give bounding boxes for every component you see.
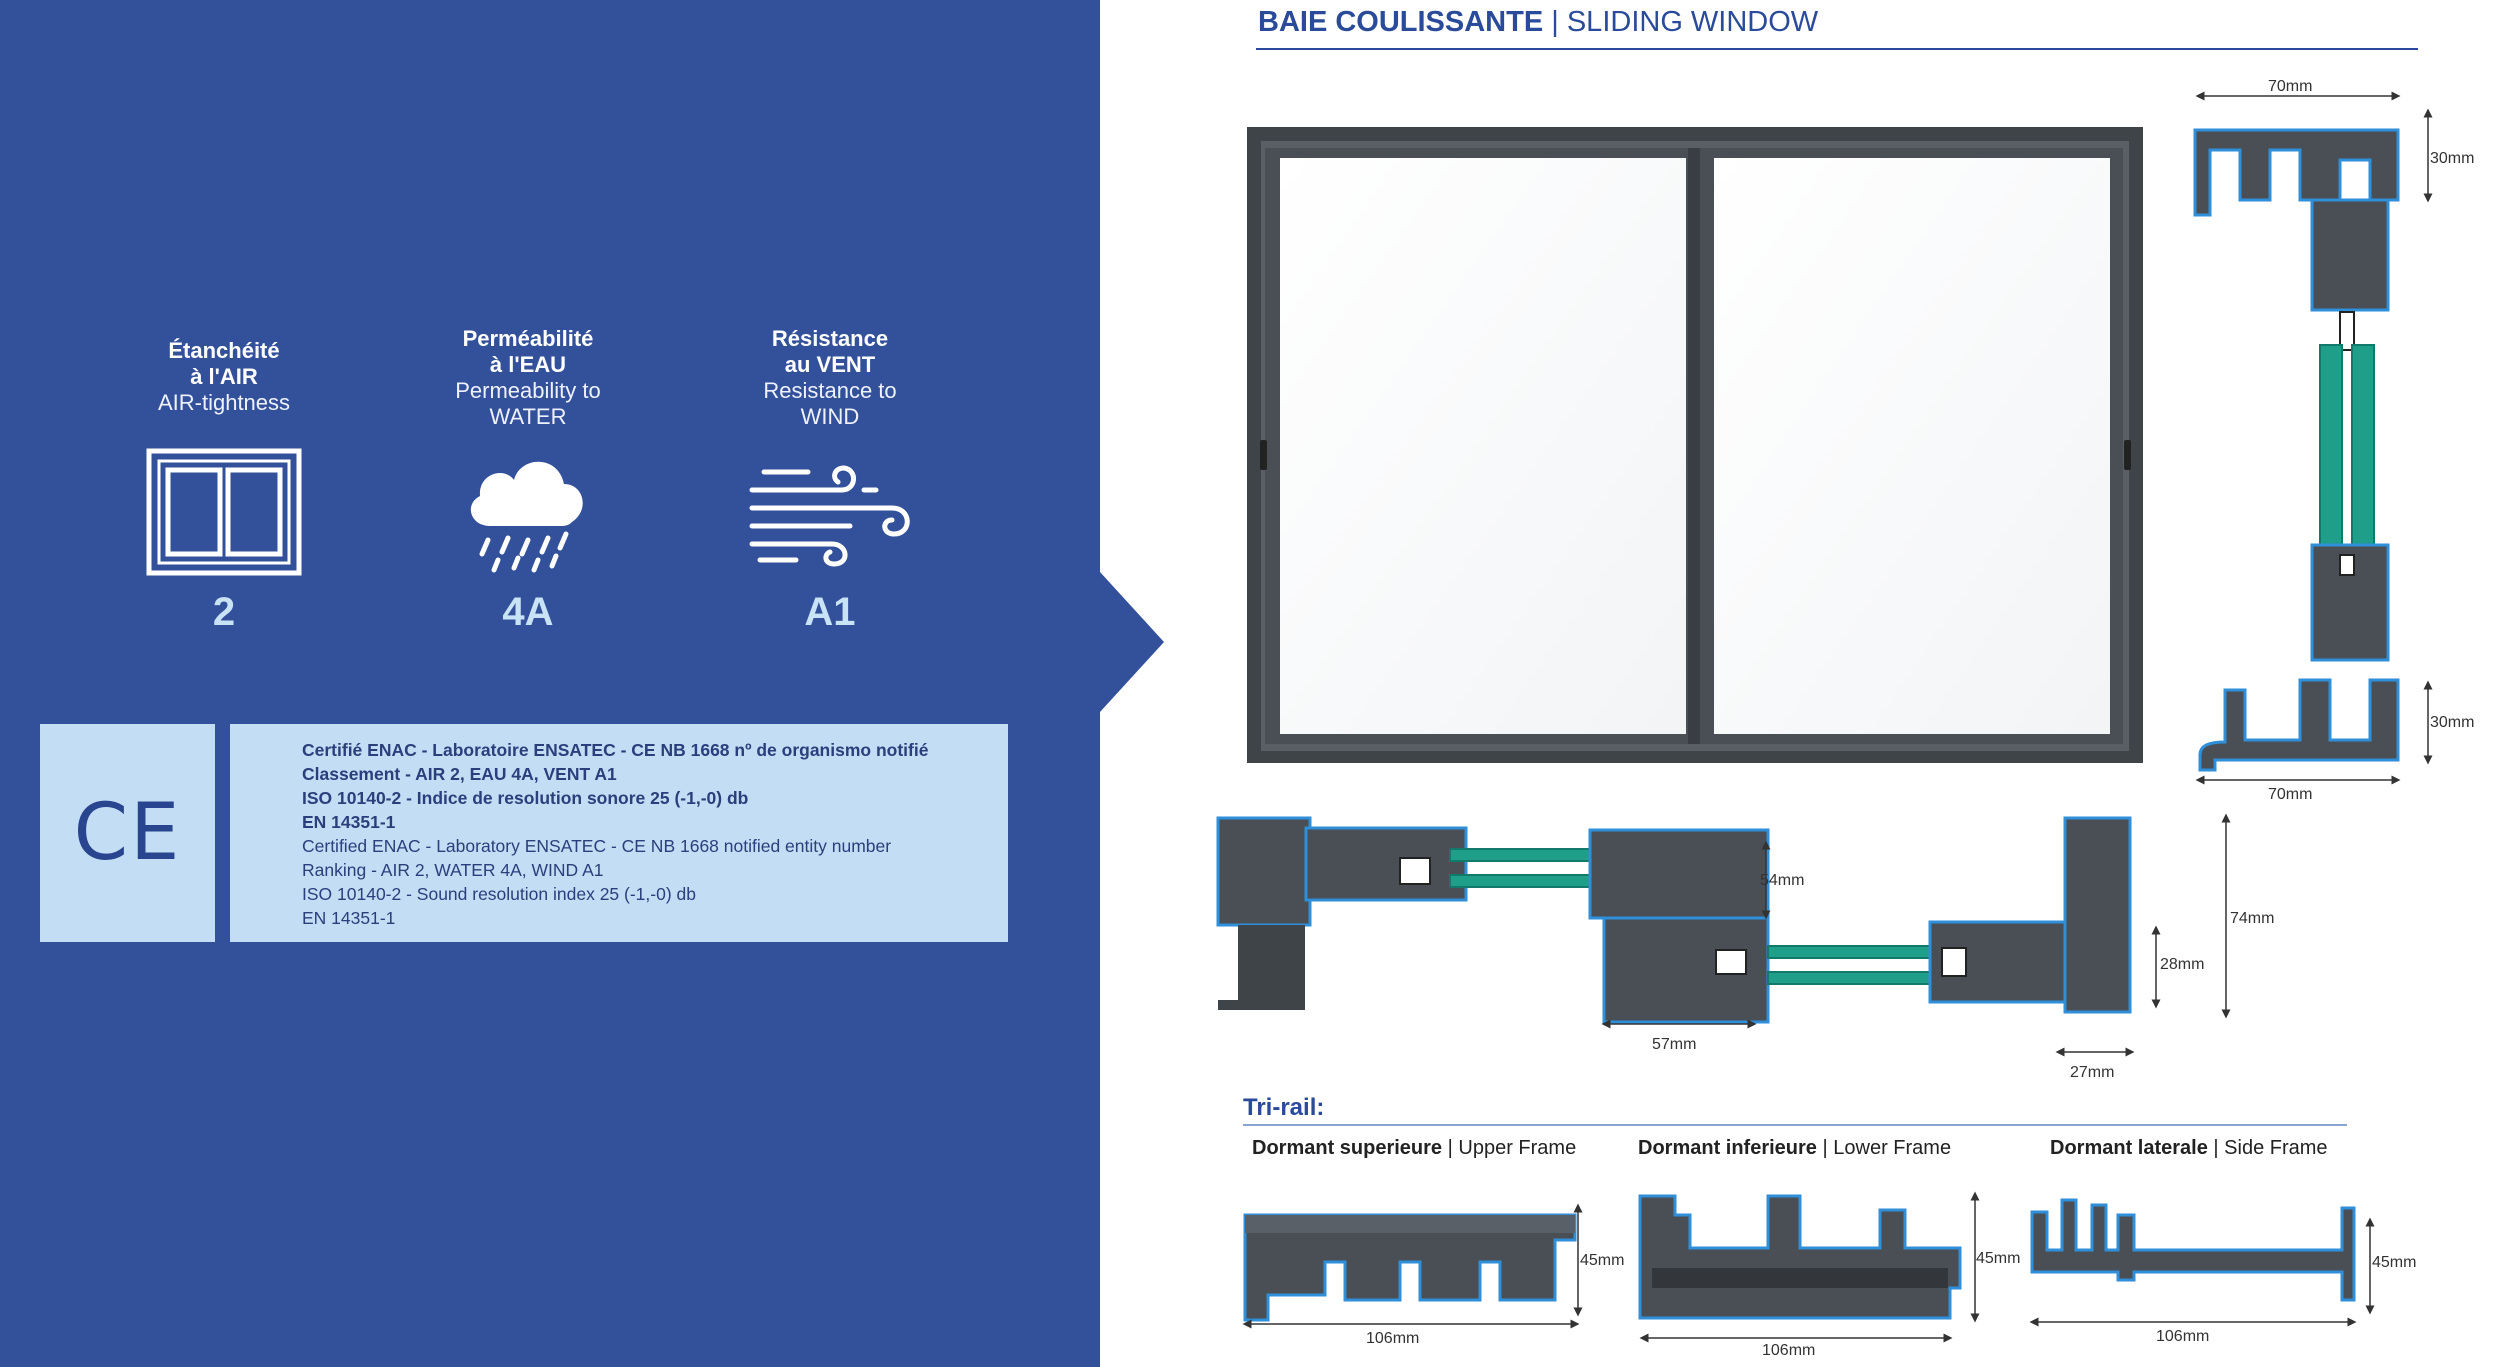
perf-water-en2: WATER <box>489 404 567 429</box>
certification-box: Certifié ENAC - Laboratoire ENSATEC - CE… <box>230 724 1008 942</box>
dim-upper-width: 106mm <box>1366 1330 1420 1347</box>
upper-frame-label: Dormant superieure | Upper Frame <box>1252 1137 1576 1160</box>
upper-frame-fr: Dormant superieure <box>1252 1137 1443 1159</box>
perf-wind-en1: Resistance to <box>763 378 897 403</box>
window-right-glass <box>1714 158 2110 734</box>
cert-fr-line: Classement - AIR 2, EAU 4A, VENT A1 <box>302 764 617 784</box>
perf-wind-label: Résistance au VENT Resistance to WIND <box>680 326 980 430</box>
cert-en-line: EN 14351-1 <box>302 908 396 928</box>
perf-water-label: Perméabilité à l'EAU Permeability to WAT… <box>378 326 678 430</box>
title-en: SLIDING WINDOW <box>1566 6 1819 38</box>
title-fr: BAIE COULISSANTE <box>1258 6 1544 38</box>
lower-frame-label: Dormant inferieure | Lower Frame <box>1638 1137 1951 1160</box>
side-frame-profile <box>2029 1198 2375 1327</box>
window-right-handle <box>2124 440 2131 470</box>
trirail-rule <box>1243 1124 2347 1126</box>
perf-water-fr1: Perméabilité <box>462 326 594 351</box>
title-separator: | <box>1543 6 1567 38</box>
performance-panel <box>0 0 1100 1367</box>
rain-cloud-icon <box>470 461 583 573</box>
window-meeting-rail <box>1688 148 1700 744</box>
window-left-handle <box>1260 440 1267 470</box>
dim-lower-height: 45mm <box>1976 1250 2021 1267</box>
panel-arrow <box>1100 572 1164 712</box>
perf-wind-value: A1 <box>804 590 856 634</box>
perf-wind-en2: WIND <box>800 404 860 429</box>
dim-side-28: 28mm <box>2160 956 2205 973</box>
dim-upper-height: 45mm <box>1580 1252 1625 1269</box>
lower-frame-sep: | <box>1816 1137 1834 1159</box>
cert-en-line: ISO 10140-2 - Sound resolution index 25 … <box>302 884 696 904</box>
perf-water-fr2: à l'EAU <box>489 352 567 377</box>
sliding-window-drawing <box>1247 127 2143 763</box>
cert-fr-line: EN 14351-1 <box>302 812 396 832</box>
perf-air-value: 2 <box>212 590 236 634</box>
trirail-title: Tri-rail: <box>1243 1094 1325 1121</box>
perf-wind-fr2: au VENT <box>784 352 876 377</box>
cert-en-line: Ranking - AIR 2, WATER 4A, WIND A1 <box>302 860 604 880</box>
cert-fr-line: Certifié ENAC - Laboratoire ENSATEC - CE… <box>302 740 929 760</box>
dim-side-width: 106mm <box>2156 1328 2210 1345</box>
perf-air-fr1: Étanchéité <box>168 338 280 363</box>
vertical-section-drawing <box>2193 91 2433 785</box>
dim-sash-54: 54mm <box>1760 872 1805 889</box>
page-title: BAIE COULISSANTE | SLIDING WINDOW <box>1258 6 1818 39</box>
dim-side-height: 45mm <box>2372 1254 2417 1271</box>
perf-water-value: 4A <box>502 590 554 634</box>
dim-vertical-bottom-height: 30mm <box>2430 714 2475 731</box>
wind-icon <box>749 465 910 567</box>
horizontal-section-drawing <box>1216 813 2231 1057</box>
ce-mark: CE <box>73 788 182 878</box>
dim-total-74: 74mm <box>2230 910 2275 927</box>
lower-frame-profile <box>1638 1191 1980 1343</box>
perf-air-fr2: à l'AIR <box>190 364 258 389</box>
ce-mark-box: CE <box>40 724 215 942</box>
title-rule <box>1256 48 2418 50</box>
perf-air-label: Étanchéité à l'AIR AIR-tightness <box>74 338 374 416</box>
upper-frame-profile <box>1242 1203 1583 1329</box>
perf-wind-fr1: Résistance <box>771 326 889 351</box>
side-frame-fr: Dormant laterale <box>2050 1137 2208 1159</box>
dim-vertical-top-width: 70mm <box>2268 78 2313 95</box>
lower-frame-fr: Dormant inferieure <box>1638 1137 1817 1159</box>
side-frame-label: Dormant laterale | Side Frame <box>2050 1137 2328 1160</box>
window-icon <box>146 448 302 576</box>
dim-vertical-bottom-width: 70mm <box>2268 786 2313 803</box>
upper-frame-sep: | <box>1442 1137 1459 1159</box>
upper-frame-en: Upper Frame <box>1458 1137 1577 1159</box>
cert-fr-line: ISO 10140-2 - Indice de resolution sonor… <box>302 788 749 808</box>
dim-lower-width: 106mm <box>1762 1342 1816 1359</box>
dim-side-27: 27mm <box>2070 1064 2115 1081</box>
dim-sash-57: 57mm <box>1652 1036 1697 1053</box>
side-frame-en: Side Frame <box>2224 1137 2328 1159</box>
dim-vertical-top-height: 30mm <box>2430 150 2475 167</box>
side-frame-sep: | <box>2207 1137 2225 1159</box>
cert-en-line: Certified ENAC - Laboratory ENSATEC - CE… <box>302 836 892 856</box>
window-left-glass <box>1280 158 1686 734</box>
perf-air-en1: AIR-tightness <box>157 390 291 415</box>
lower-frame-en: Lower Frame <box>1833 1137 1952 1159</box>
perf-water-en1: Permeability to <box>455 378 601 403</box>
